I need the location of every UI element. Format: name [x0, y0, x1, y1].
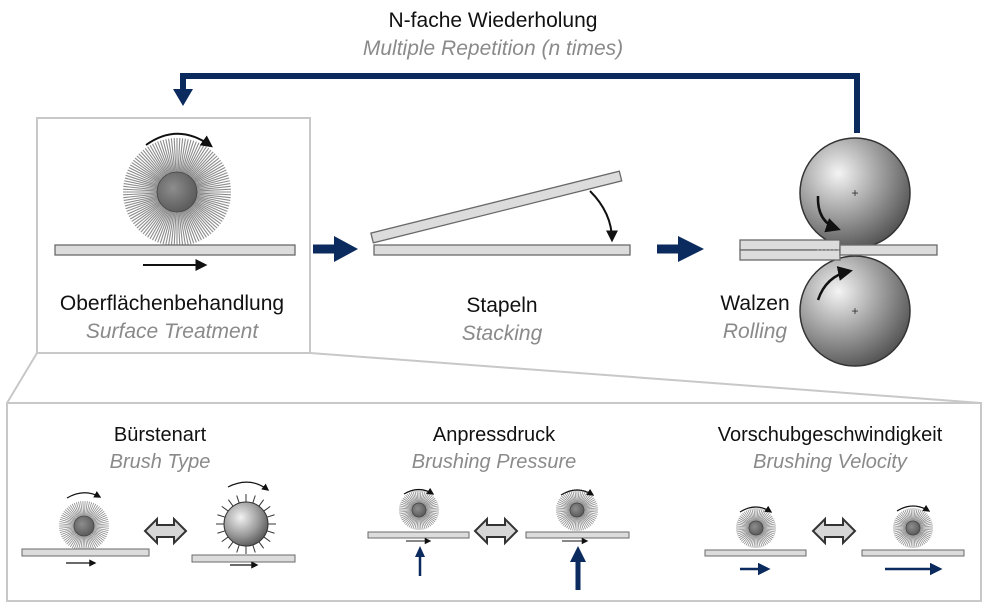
rolling-mill-icon: + + — [739, 137, 938, 367]
param-brush-type-label-english: Brush Type — [109, 451, 211, 473]
repetition-title-english: Multiple Repetition (n times) — [362, 37, 624, 60]
sheet-velocity-1 — [704, 549, 807, 557]
pressure-brush-icon-2 — [556, 489, 598, 531]
surface-treatment-frame — [36, 117, 311, 354]
pressure-rotation-arrow-2 — [560, 488, 595, 496]
sheet-surface-treatment — [54, 244, 296, 256]
velocity-rotation-arrow-2 — [896, 504, 931, 512]
brush-type-rotation-arrow-1 — [66, 491, 102, 499]
param-pressure-label-english: Brushing Pressure — [411, 451, 577, 473]
step-surface-treatment-label: Oberflächenbehandlung — [59, 292, 285, 315]
sheet-stack-lower — [373, 244, 631, 256]
sheet-stack-upper — [370, 170, 623, 244]
velocity-rotation-arrow-1 — [739, 505, 773, 513]
brush-rotation-arrow — [145, 132, 213, 148]
step-rolling-label-english: Rolling — [722, 320, 788, 343]
sheet-pressure-2 — [525, 531, 630, 539]
sheet-velocity-2 — [861, 549, 965, 557]
svg-text:+: + — [851, 304, 858, 318]
stacking-fold-arrow — [589, 190, 618, 243]
pressure-force-arrow-low — [415, 546, 425, 576]
velocity-brush-icon-2 — [893, 508, 933, 548]
sheet-brush-type-1 — [21, 548, 150, 557]
brush-main-icon — [123, 138, 231, 246]
step-arrow-1 — [313, 236, 358, 262]
pressure-rotation-arrow-1 — [403, 487, 435, 495]
zoom-connector-lines — [6, 352, 982, 404]
pressure-compare-arrow — [473, 516, 519, 546]
repetition-title: N-fache Wiederholung — [388, 9, 598, 32]
repetition-loop-arrow — [173, 73, 860, 133]
sheet-brush-type-2 — [191, 554, 296, 563]
svg-text:+: + — [851, 186, 858, 200]
step-rolling-label: Walzen — [720, 292, 790, 315]
brush-type-wire-icon — [59, 501, 109, 551]
velocity-compare-arrow — [811, 516, 857, 546]
brush-type-rotation-arrow-2 — [227, 481, 270, 491]
step-surface-treatment-label-english: Surface Treatment — [85, 320, 259, 343]
parameter-detail-frame — [6, 402, 982, 602]
param-brush-type-label: Bürstenart — [113, 424, 207, 446]
param-velocity-label-english: Brushing Velocity — [753, 451, 907, 473]
pressure-force-arrow-high — [570, 546, 586, 590]
step-stacking-label: Stapeln — [466, 294, 538, 317]
param-pressure-label: Anpressdruck — [432, 424, 556, 446]
param-velocity-label: Vorschubgeschwindigkeit — [717, 424, 943, 446]
pressure-brush-icon-1 — [399, 490, 439, 530]
step-stacking-label-english: Stacking — [461, 322, 543, 345]
step-arrow-2 — [657, 236, 704, 262]
sheet-pressure-1 — [367, 531, 470, 539]
velocity-brush-icon-1 — [736, 508, 776, 548]
brush-type-bristle-ball-icon — [216, 494, 276, 554]
brush-type-compare-arrow — [143, 516, 188, 546]
